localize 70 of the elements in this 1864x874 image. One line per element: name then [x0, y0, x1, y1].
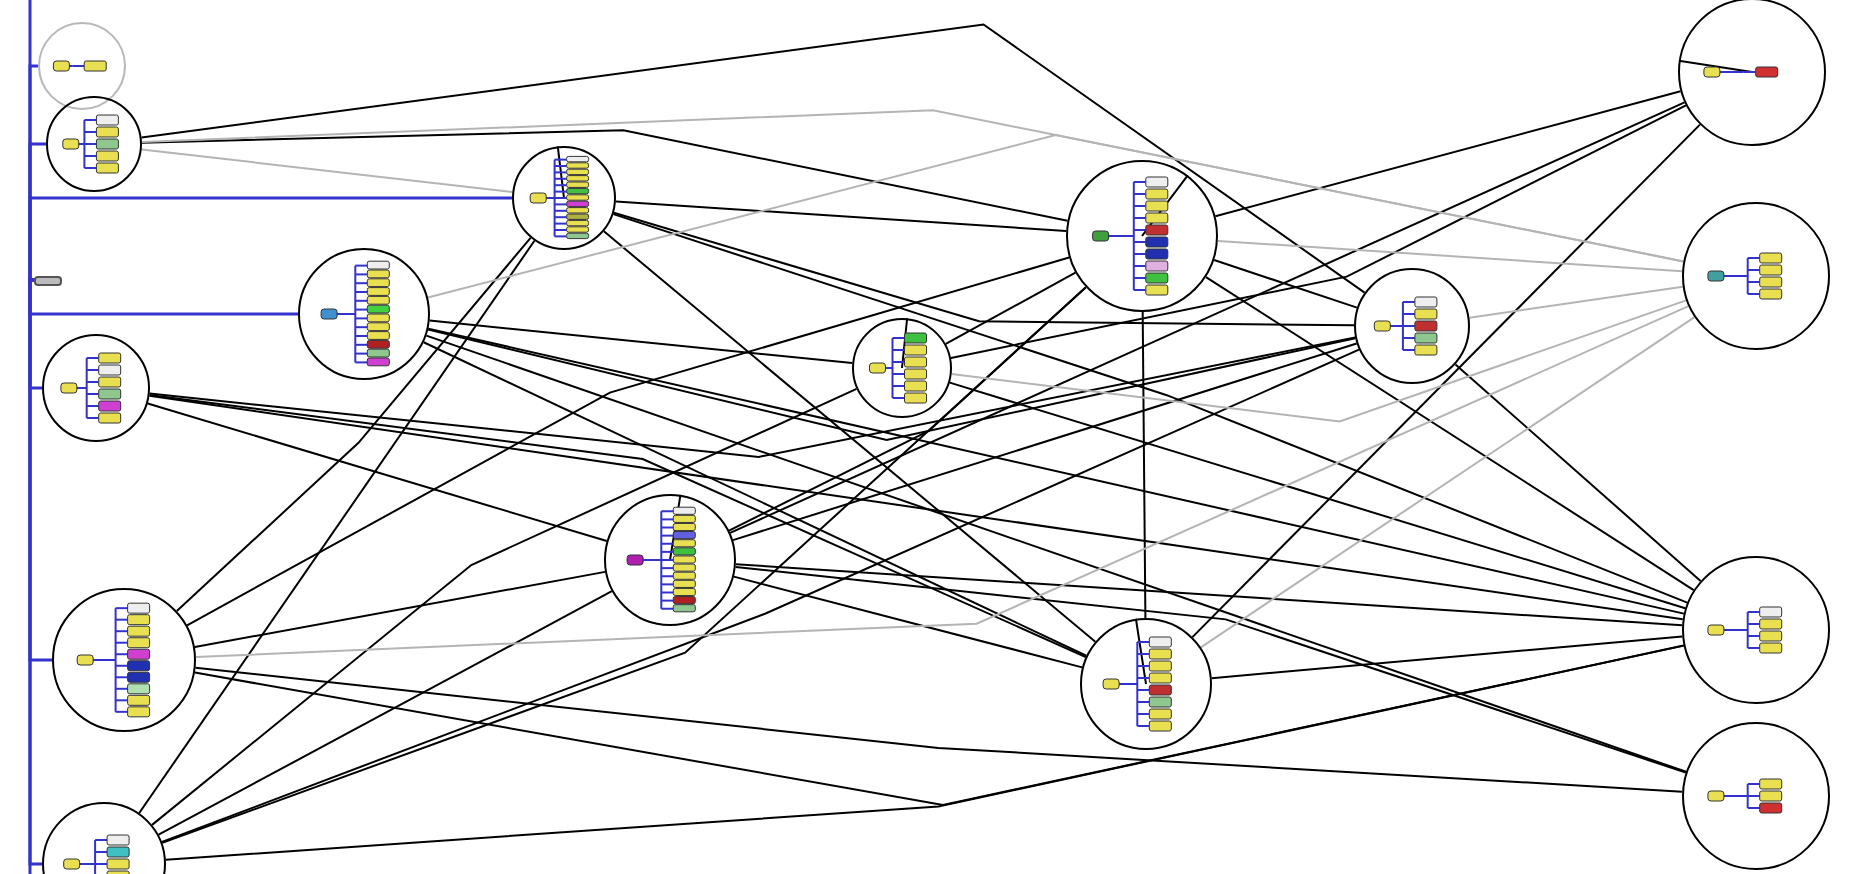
connector-line [141, 129, 1069, 222]
connector-line [148, 393, 1087, 659]
connector-line [186, 256, 1071, 627]
cluster-circle [1682, 722, 1830, 870]
connector-line [734, 566, 1687, 774]
connector-line [426, 134, 1685, 299]
connector-line [1454, 363, 1702, 582]
connector-line [425, 334, 1688, 773]
connector-line [732, 575, 1084, 669]
cluster-circle [1080, 618, 1212, 750]
connector-line [1214, 90, 1682, 218]
tree-branch-line [28, 278, 48, 866]
cluster-circle [604, 494, 736, 626]
connector-line [161, 348, 1360, 844]
connector-line [1141, 174, 1189, 237]
cluster-circle [1066, 160, 1218, 312]
cluster-circle [512, 146, 616, 250]
connector-line [944, 271, 1077, 345]
cluster-circle [852, 318, 952, 418]
connector-line [612, 213, 1689, 604]
connector-line [556, 145, 565, 199]
cluster-circle [52, 588, 196, 732]
connector-line [428, 319, 854, 364]
connector-line [1677, 59, 1753, 73]
connector-line [164, 644, 1685, 861]
connector-line [148, 394, 1684, 621]
cluster-circle [1682, 556, 1830, 704]
connector-line [1199, 316, 1696, 649]
connector-line [140, 148, 514, 194]
connector-line [157, 590, 613, 836]
connector-line [175, 236, 532, 613]
connector-line [193, 570, 607, 649]
connector-line [901, 317, 909, 369]
connector-line [612, 211, 1355, 327]
connector-line [1191, 123, 1701, 639]
connector-line [427, 328, 1357, 441]
connector-line [138, 239, 536, 814]
connector-line [728, 286, 1087, 532]
connector-line [194, 666, 1684, 793]
connector-line [151, 387, 858, 826]
connector-line [948, 381, 1687, 610]
cluster-circle [46, 96, 142, 192]
root-box [34, 275, 62, 285]
connector-line [427, 327, 1685, 615]
connector-line [1468, 285, 1684, 319]
connector-line [729, 101, 1686, 534]
connector-line [1216, 239, 1684, 273]
connector-line [1210, 635, 1684, 680]
connector-line [1134, 617, 1147, 685]
connector-line [734, 563, 1684, 627]
connector-line [146, 402, 608, 543]
cluster-circle [42, 334, 150, 442]
tree-branch-line [28, 196, 512, 282]
connector-line [602, 230, 1097, 643]
connector-line [614, 200, 1068, 232]
connector-line [422, 341, 1088, 657]
cluster-circle [1682, 202, 1830, 350]
connector-line [1141, 311, 1147, 619]
connector-line [148, 336, 1357, 458]
connector-line [1204, 276, 1695, 592]
connector-line [950, 299, 1688, 423]
connector-line [140, 23, 1366, 294]
connector-line [950, 104, 1687, 359]
connector-line [1213, 259, 1358, 309]
connector-line [731, 342, 1358, 542]
connector-line [194, 305, 1690, 658]
cluster-circle [38, 22, 126, 110]
cluster-circle [1354, 268, 1470, 384]
connector-line [669, 493, 682, 561]
cluster-circle [298, 248, 430, 380]
